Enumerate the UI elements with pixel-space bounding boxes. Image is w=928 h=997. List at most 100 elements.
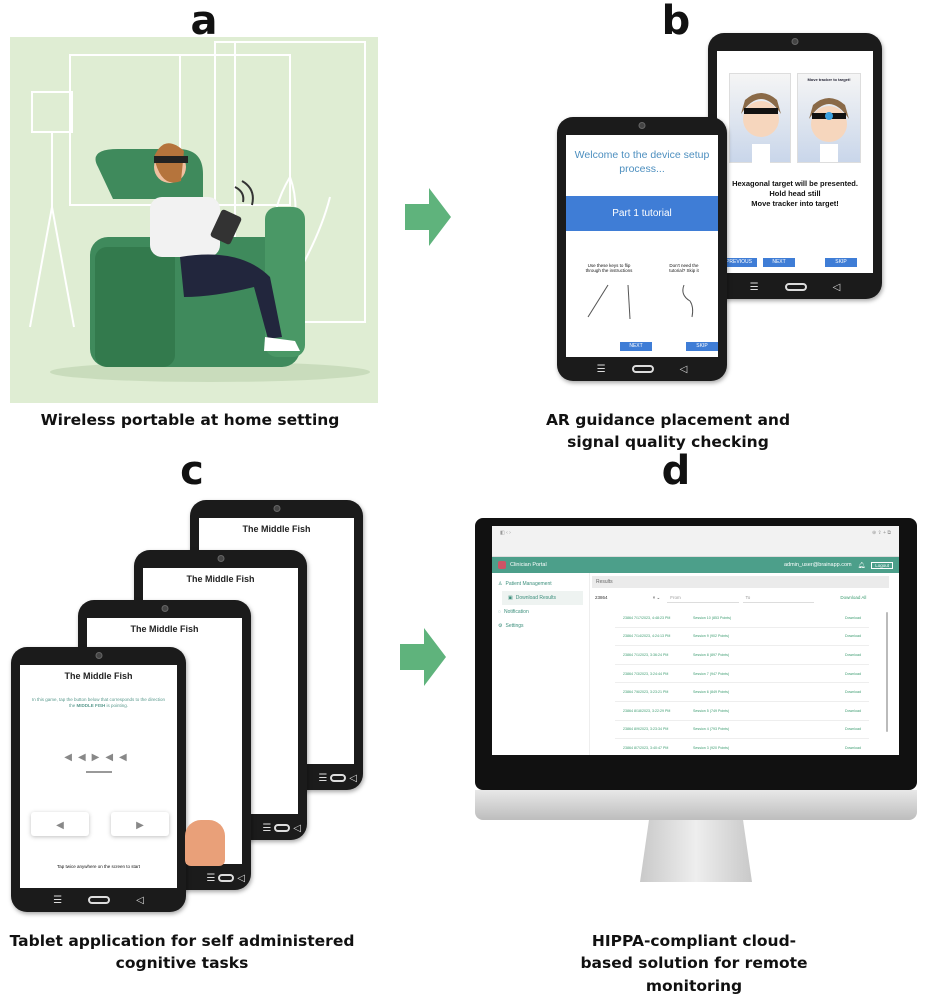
scrollbar[interactable] [886,612,888,732]
ar-guidance-tablet: Move tracker to target! Hexagonal target… [708,33,882,299]
to-date-input[interactable]: To [742,592,814,603]
sidebar-item-label: Patient Management [505,581,552,587]
result-session: Session 6 (849 Points) [693,690,730,695]
fish-left-icon: ◀ [105,752,120,763]
skip-button[interactable]: SKIP [686,342,718,351]
camera-icon [217,555,224,562]
device-setup-tablet: Welcome to the device setup process... P… [557,117,727,381]
home-setting-illustration [10,37,378,403]
from-date-input[interactable]: From [667,592,739,603]
next-button[interactable]: NEXT [763,258,795,267]
home-button[interactable] [784,283,807,291]
sidebar-item-label: Notification [503,609,529,615]
download-link[interactable]: Download [845,634,861,639]
next-button[interactable]: NEXT [620,342,652,351]
download-link[interactable]: Download [845,671,861,676]
result-session: Session 9 (902 Points) [693,634,730,639]
download-icon: ▣ [508,595,513,601]
back-icon[interactable]: ◁ [679,363,688,375]
download-link[interactable]: Download [845,615,861,620]
patient-select[interactable]: 23864× ⌄ [595,595,661,600]
logout-button[interactable]: Logout [871,561,893,569]
browser-nav-icons: ◧ ‹ › [500,530,511,536]
panel-label-c: c [180,448,204,494]
fish-game-tablet-front: The Middle Fish In this game, tap the bu… [11,647,186,912]
panel-label-a: a [190,0,218,44]
menu-icon[interactable]: ☰ [53,894,63,906]
panel-label-d: d [661,448,691,494]
game-title: The Middle Fish [186,574,255,584]
home-button[interactable] [218,874,235,882]
result-date: 23864 7/14/2023, 4:24:13 PM [623,634,671,639]
caption-a: Wireless portable at home setting [40,411,340,429]
fish-left-icon: ◀ [64,752,78,763]
result-date: 23864 8/7/2023, 3:40:47 PM [623,745,669,750]
sidebar: ♙Patient Management▣Download Results◌Not… [492,573,590,755]
filter-bar: 23864× ⌄ From To Download All [592,592,889,603]
home-button[interactable] [274,824,291,832]
settings-icon: ⚙ [498,623,503,629]
result-session: Session 3 (920 Points) [693,745,730,750]
sidebar-item[interactable]: ▣Download Results [502,591,583,605]
right-answer-button[interactable]: ▶ [111,812,169,836]
start-hint: Tap twice anywhere on the screen to star… [56,864,141,869]
ar-instruction-3: Move tracker into target! [751,199,839,208]
results-header: Results [592,576,889,588]
monitor: ◧ ‹ › ⊕ ⇪ + ⧉ Clinician Portal admin_user… [475,518,917,790]
hint-arrows [587,284,694,320]
sidebar-item[interactable]: ⚙Settings [492,619,589,633]
result-session: Session 8 (897 Points) [693,652,730,657]
panel-label-b: b [661,0,691,44]
avatar-image-right: Move tracker to target! [797,73,861,163]
skip-button[interactable]: SKIP [825,258,857,267]
portal-screen: ◧ ‹ › ⊕ ⇪ + ⧉ Clinician Portal admin_user… [492,526,899,755]
browser-action-icons: ⊕ ⇪ + ⧉ [871,530,891,536]
home-button[interactable] [330,774,347,782]
camera-icon [638,122,646,129]
download-link[interactable]: Download [845,690,861,695]
home-button[interactable] [631,365,654,373]
menu-icon[interactable]: ☰ [749,281,759,293]
back-icon[interactable]: ◁ [832,281,841,293]
result-date: 23864 7/6/2023, 3:23:21 PM [623,690,669,695]
menu-icon[interactable]: ☰ [318,772,328,784]
sidebar-item[interactable]: ◌Notification [492,605,589,619]
download-link[interactable]: Download [845,745,861,750]
hint-left: Use these keys to flip through the instr… [585,263,633,273]
bell-icon: ◌ [498,609,501,615]
middle-marker [85,771,112,773]
fish-left-icon: ◀ [56,820,64,831]
table-row: 23864 8/7/2023, 3:40:47 PM Session 3 (920… [615,739,869,755]
fish-row: ◀◀▶◀◀ [25,747,172,765]
menu-icon[interactable]: ☰ [596,363,606,375]
menu-icon[interactable]: ☰ [262,822,272,834]
result-date: 23864 7/1/2023, 3:36:24 PM [623,652,669,657]
portal-logo-icon [498,561,506,569]
fish-right-icon: ▶ [91,752,106,763]
caption-d: HIPPA-compliant cloud-based solution for… [580,932,808,995]
download-link[interactable]: Download [845,708,861,713]
home-button[interactable] [88,896,111,904]
notification-bell-icon[interactable]: 🔔︎ [857,562,866,569]
back-icon[interactable]: ◁ [349,772,357,784]
result-date: 23864 7/17/2023, 4:48:23 PM [623,615,671,620]
monitor-stand [640,820,752,882]
caption-c: Tablet application for self administered… [9,932,355,973]
user-email: admin_user@brainapp.com [783,562,852,568]
menu-icon[interactable]: ☰ [206,872,216,884]
download-link[interactable]: Download [845,727,861,732]
part-banner: Part 1 tutorial [566,196,718,231]
sidebar-item[interactable]: ♙Patient Management [492,577,589,591]
left-answer-button[interactable]: ◀ [31,812,89,836]
download-all-button[interactable]: Download All [840,595,867,600]
back-icon[interactable]: ◁ [237,872,245,884]
back-icon[interactable]: ◁ [136,894,144,906]
portal-title: Clinician Portal [510,562,547,568]
game-title: The Middle Fish [242,524,311,534]
previous-button[interactable]: PREVIOUS [721,258,757,267]
download-link[interactable]: Download [845,652,861,657]
back-icon[interactable]: ◁ [293,822,301,834]
sidebar-item-label: Download Results [515,595,557,601]
